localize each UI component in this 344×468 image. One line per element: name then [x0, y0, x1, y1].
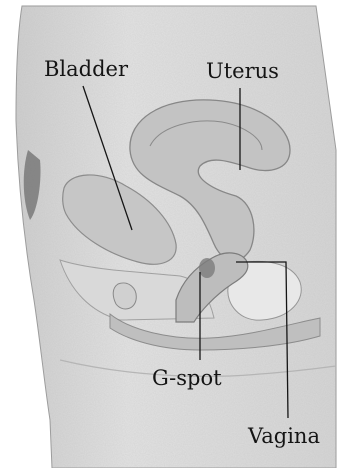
gspot-label: G-spot	[152, 368, 222, 389]
gspot-shape	[199, 258, 215, 278]
pubic-bone	[113, 283, 136, 309]
vagina-label: Vagina	[248, 426, 320, 447]
uterus-label: Uterus	[206, 61, 279, 82]
bladder-label: Bladder	[44, 59, 128, 80]
